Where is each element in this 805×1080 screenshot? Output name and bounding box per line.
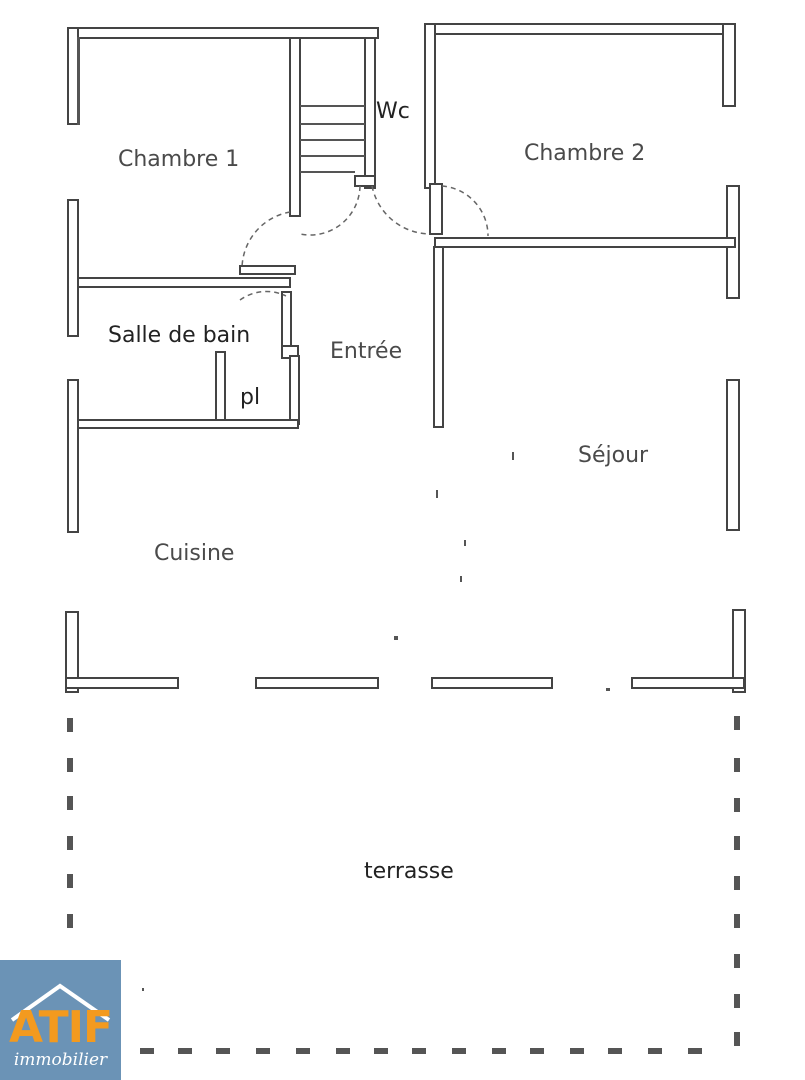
wall-bottom-3 [431,677,553,689]
ch2-sejour-wall [434,237,736,248]
label-wc: Wc [376,99,410,124]
wall-left-kitchen [67,379,79,533]
wall-left-bath [67,199,79,337]
label-chambre1: Chambre 1 [118,147,239,172]
logo-brand: ATIF [8,1002,113,1053]
wall-bottom-4 [631,677,745,689]
label-terrasse: terrasse [364,859,454,884]
exterior-walls [65,23,746,693]
label-placard: pl [240,385,260,410]
wall-right-lower [732,609,746,693]
terrasse-outline [67,716,740,1054]
ch2-left-wall [424,23,436,189]
wall-right-sejour [726,379,740,531]
label-sejour: Séjour [578,443,649,468]
wc-bottom-wall [354,175,376,187]
wc-left-wall [289,37,301,217]
ch1-left-inner [77,37,80,125]
bath-top-return [239,265,296,275]
pl-left-wall [215,351,226,425]
bath-kitchen-wall [77,419,299,429]
room-labels: Chambre 1 Wc Chambre 2 Salle de bain Ent… [108,99,649,884]
door-sejour [441,185,489,237]
interior-walls [77,23,736,429]
sejour-left-wall [433,246,444,428]
ch1-bath-wall [77,277,291,288]
label-chambre2: Chambre 2 [524,141,645,166]
house-roof-icon [10,983,111,1022]
wall-top-right [424,23,736,35]
label-entree: Entrée [330,339,402,364]
wc-right-wall [364,37,376,189]
label-cuisine: Cuisine [154,541,234,566]
wall-top-left [67,27,379,39]
door-swings [239,185,489,301]
wall-left-upper [67,27,79,125]
wall-bottom-1 [65,677,179,689]
label-salle-de-bain: Salle de bain [108,323,250,348]
ch2-left-jamb [429,183,443,235]
bath-right-wall [281,291,292,351]
logo-subtitle: immobilier [13,1050,108,1070]
pl-right-wall [289,355,300,425]
atif-logo: ATIF immobilier [0,960,121,1080]
wall-right-upper [722,23,736,107]
door-bath [239,290,287,301]
scan-specks [142,452,610,991]
wall-left-lower [65,611,79,693]
door-wc [299,185,361,236]
wall-bottom-2 [255,677,379,689]
door-ch2 [371,185,431,235]
door-ch1 [241,211,291,269]
